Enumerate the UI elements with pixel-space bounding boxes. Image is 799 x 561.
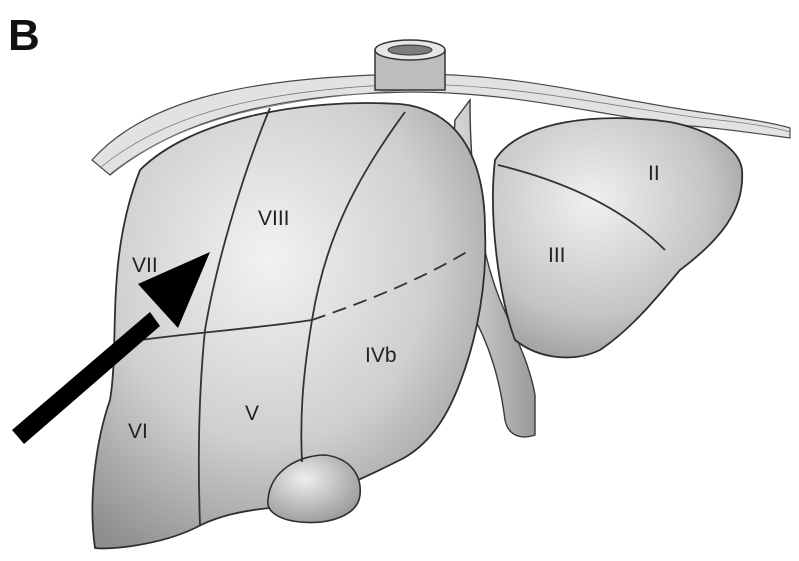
segment-vi-label: VI: [128, 420, 148, 443]
segment-viii-label: VIII: [258, 207, 290, 230]
panel-label: B: [8, 11, 40, 60]
segment-iii-label: III: [548, 244, 566, 267]
left-lobe: [493, 118, 742, 357]
segment-vii-label: VII: [132, 254, 158, 277]
segment-ii-label: II: [648, 162, 660, 185]
segment-v-label: V: [245, 402, 259, 425]
vena-cava: [375, 40, 445, 90]
segment-ivb-label: IVb: [365, 344, 397, 367]
